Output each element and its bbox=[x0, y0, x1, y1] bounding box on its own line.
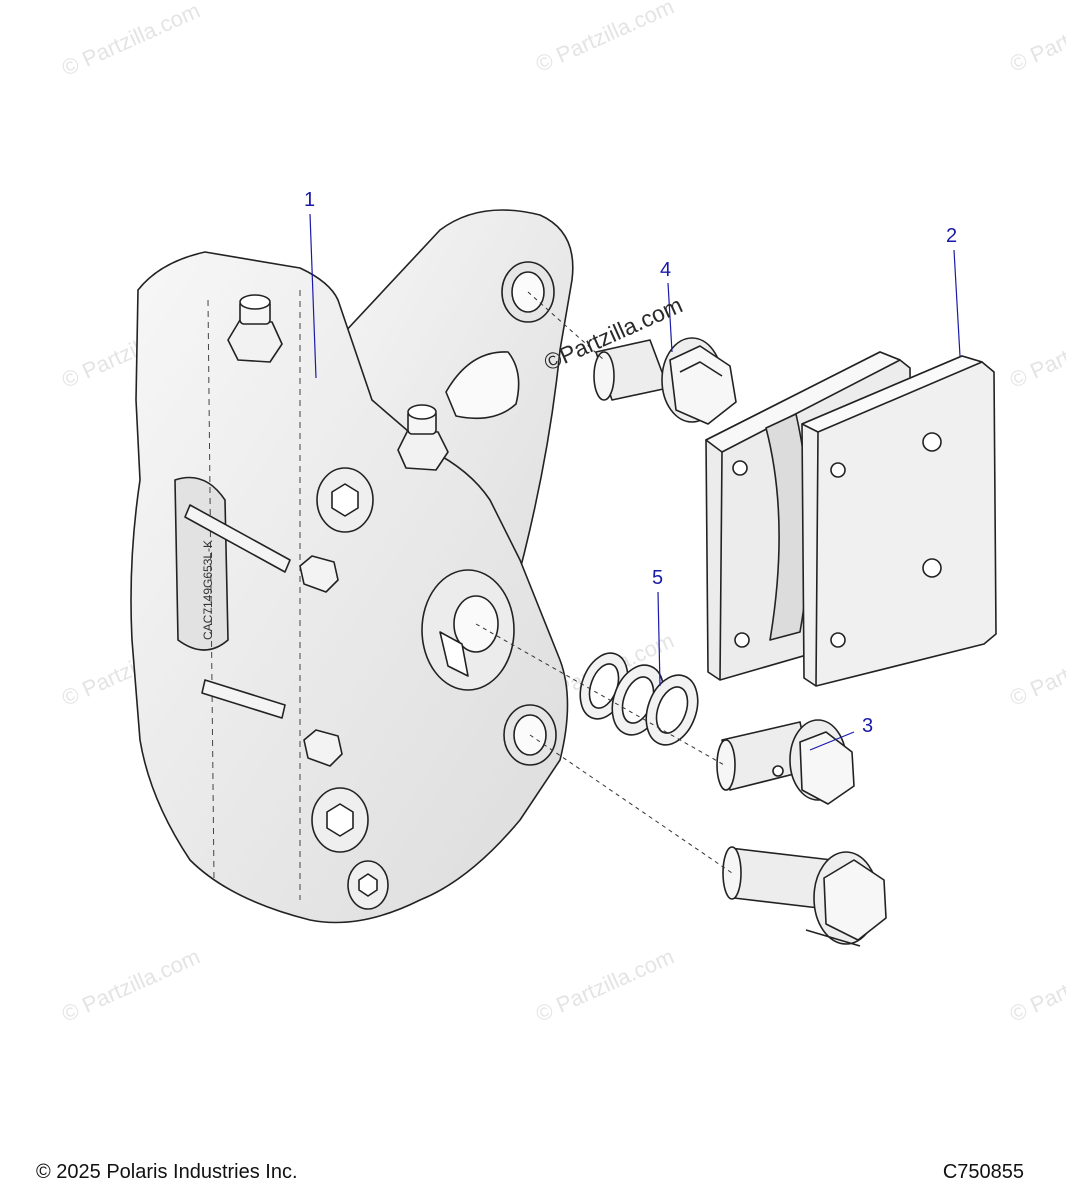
callout-3[interactable]: 3 bbox=[862, 715, 873, 737]
lower-mount-bolt[interactable] bbox=[722, 846, 887, 947]
callout-leaders bbox=[309, 213, 961, 751]
bleeder-nut-right bbox=[397, 429, 449, 471]
drawing-code: C750855 bbox=[942, 1161, 1024, 1183]
bleeder-nut-left bbox=[227, 319, 283, 363]
pad-hole bbox=[922, 432, 942, 452]
caliper-stamp: CAC7149G653L-K bbox=[201, 540, 215, 640]
brake-caliper[interactable]: CAC7149G653L-K bbox=[130, 209, 574, 924]
callout-1[interactable]: 1 bbox=[304, 189, 315, 211]
caliper-body bbox=[130, 251, 569, 924]
banjo-bolt[interactable] bbox=[716, 719, 855, 805]
callout-4[interactable]: 4 bbox=[660, 259, 671, 281]
bracket-slot bbox=[445, 351, 520, 420]
brake-pad-set[interactable] bbox=[705, 351, 997, 687]
callout-2[interactable]: 2 bbox=[946, 225, 957, 247]
sealing-washers[interactable] bbox=[572, 647, 707, 753]
upper-mount-bolt[interactable] bbox=[593, 337, 737, 425]
copyright-text: © 2025 Polaris Industries Inc. bbox=[36, 1161, 298, 1183]
callout-5[interactable]: 5 bbox=[652, 567, 663, 589]
assembly-lines bbox=[475, 291, 733, 874]
